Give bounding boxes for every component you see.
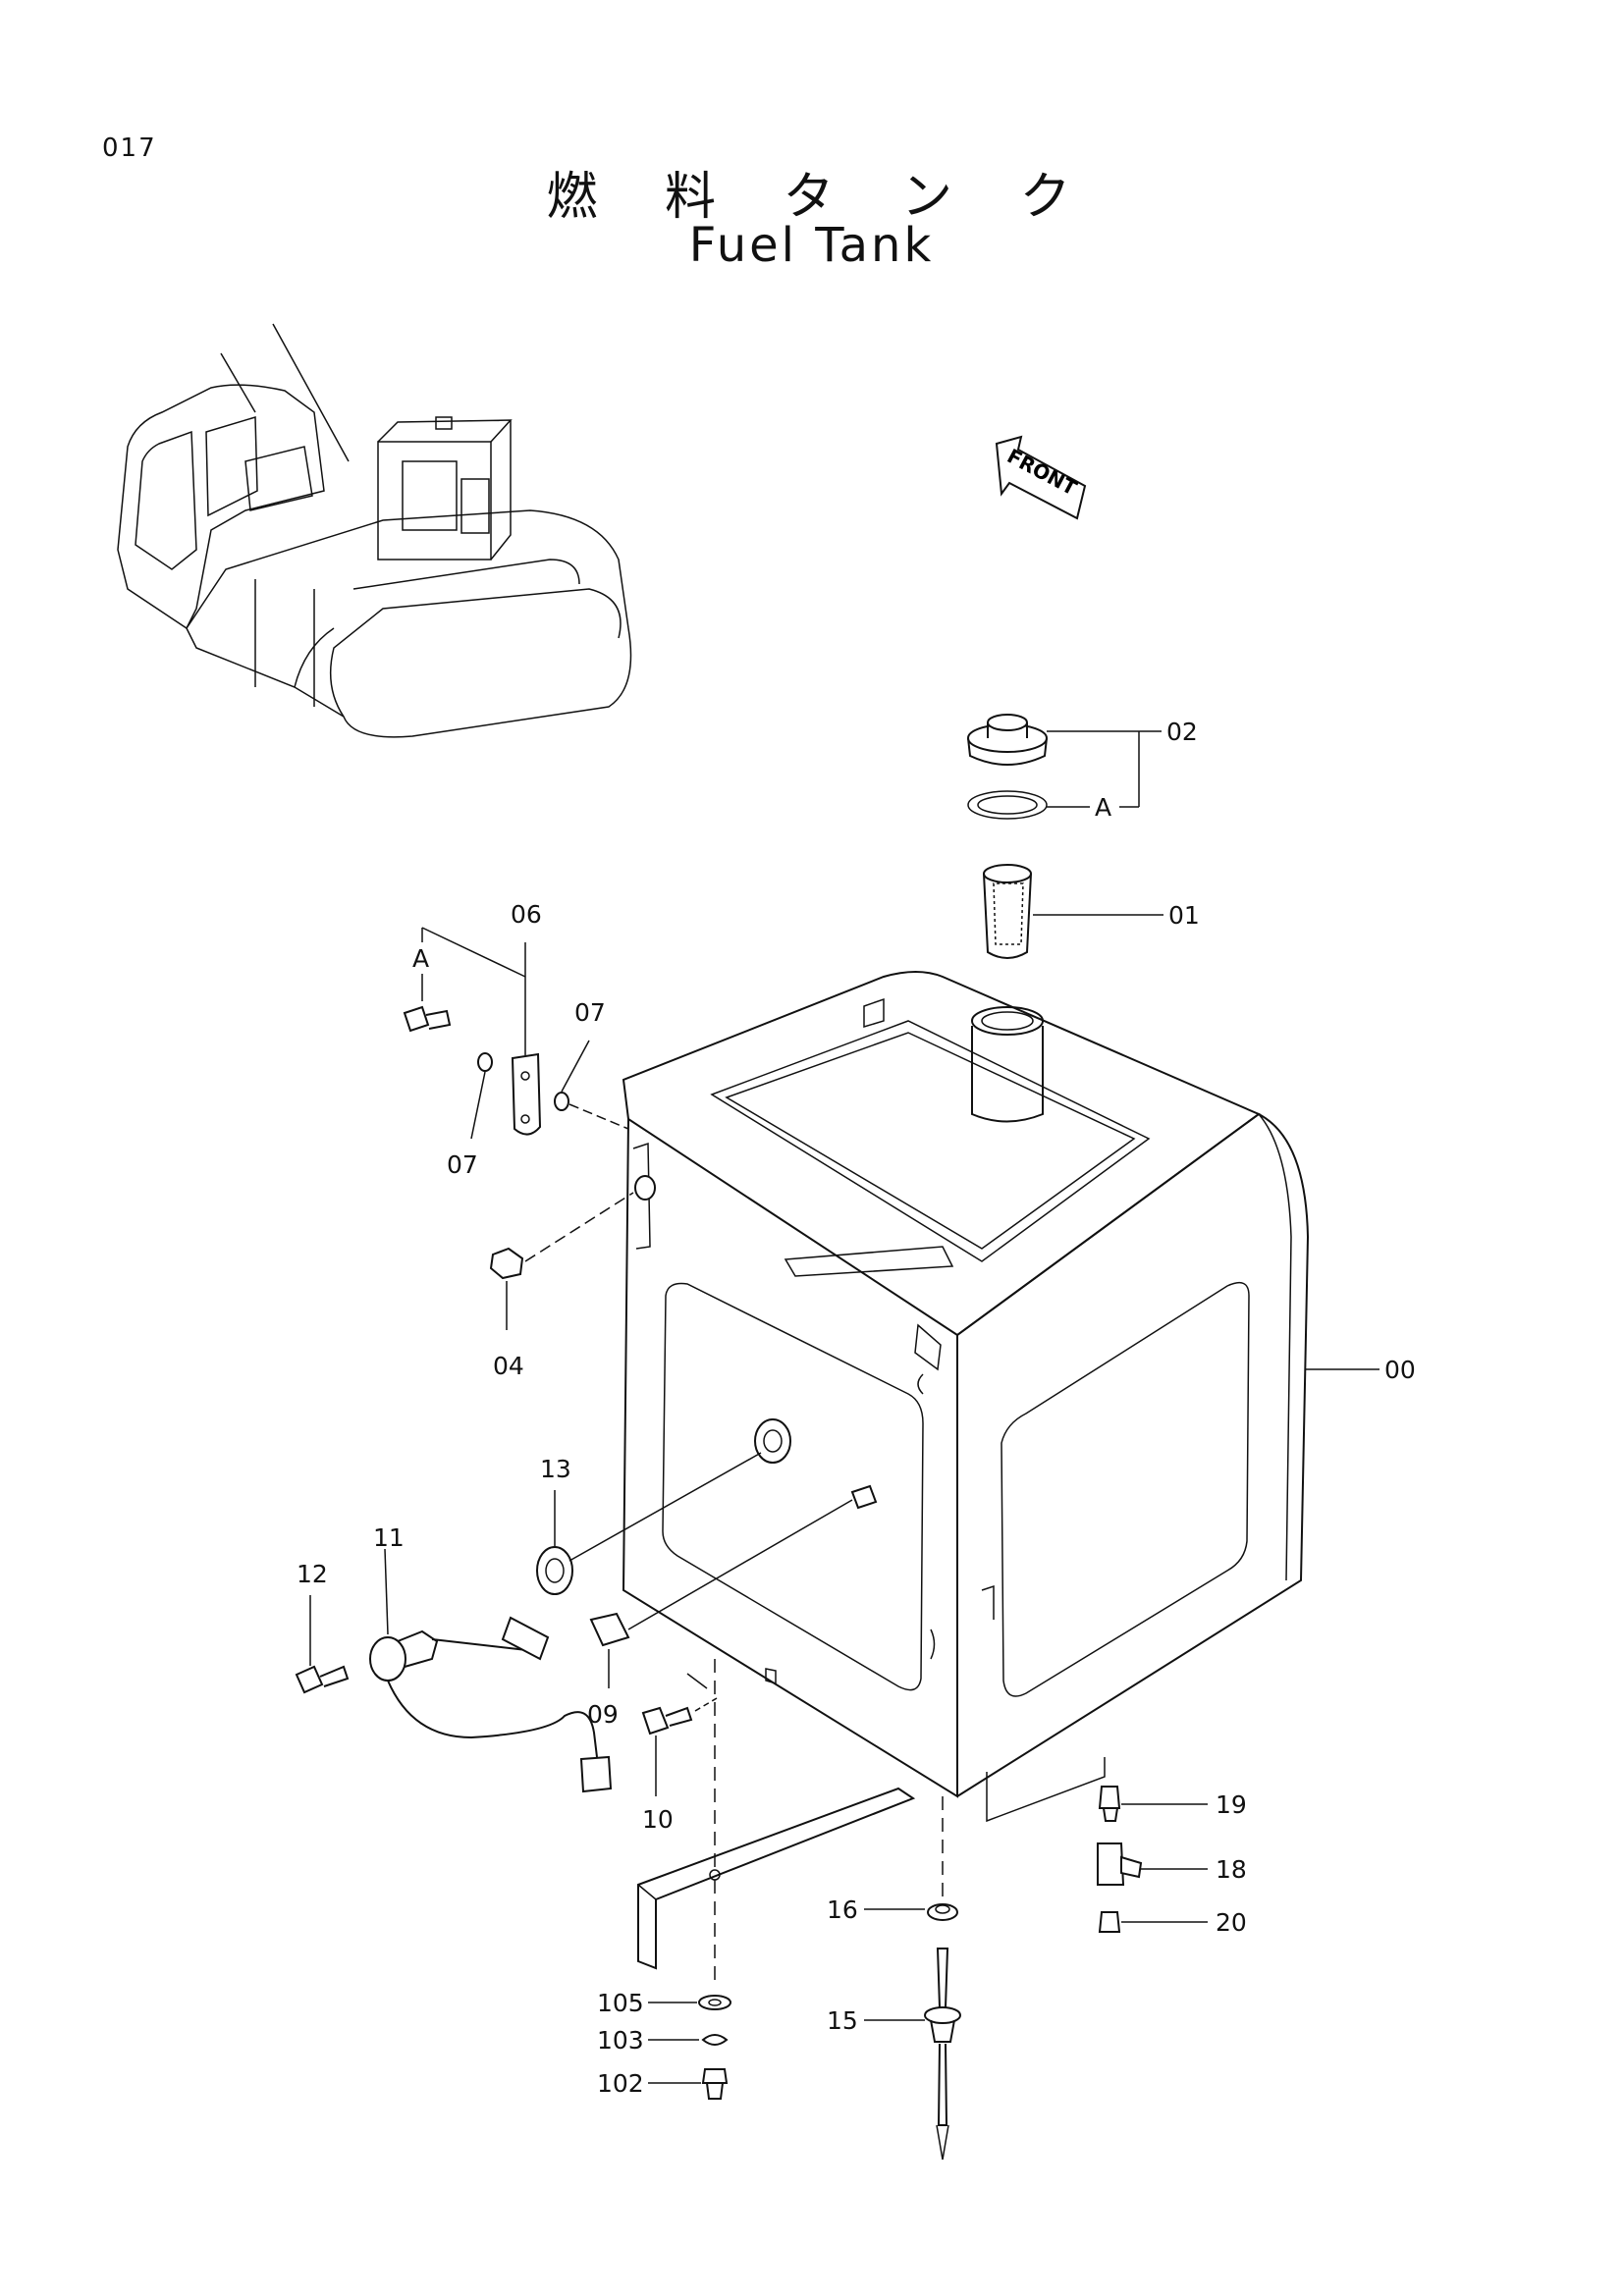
fittings-group bbox=[986, 1757, 1106, 1823]
svg-text:11: 11 bbox=[373, 1523, 405, 1552]
callout-00: 00 bbox=[1306, 1356, 1416, 1384]
svg-text:04: 04 bbox=[493, 1352, 524, 1380]
support-bracket bbox=[637, 1659, 916, 1988]
bracket-06: 06 A bbox=[412, 900, 542, 1136]
lock-washer-103: 103 bbox=[597, 2026, 729, 2055]
plug-20: 20 bbox=[1098, 1908, 1247, 1937]
screw-12: 12 bbox=[295, 1560, 350, 1694]
svg-text:16: 16 bbox=[827, 1896, 858, 1924]
title-japanese: 燃 料 タ ン ク bbox=[546, 168, 1097, 227]
svg-text:20: 20 bbox=[1216, 1908, 1247, 1937]
svg-text:105: 105 bbox=[597, 1989, 644, 2017]
washers-07: 07 07 bbox=[447, 998, 629, 1179]
clip-09: 09 bbox=[587, 1484, 878, 1729]
svg-text:A: A bbox=[412, 944, 429, 973]
sender-unit-11: 11 bbox=[369, 1523, 613, 1793]
bolt-10: 10 bbox=[641, 1697, 718, 1834]
fuel-cap-02: 02 A bbox=[967, 714, 1198, 822]
drain-washer-16: 16 bbox=[827, 1796, 958, 1924]
svg-text:13: 13 bbox=[540, 1455, 571, 1483]
strainer-01: 01 bbox=[983, 864, 1200, 959]
svg-text:A: A bbox=[1095, 793, 1111, 822]
svg-text:19: 19 bbox=[1216, 1790, 1247, 1819]
page-number: 017 bbox=[102, 133, 157, 163]
fitting-19: 19 bbox=[1098, 1786, 1247, 1822]
excavator-overview bbox=[117, 323, 632, 738]
svg-text:09: 09 bbox=[587, 1700, 619, 1729]
drain-valve-15: 15 bbox=[827, 1948, 961, 2161]
svg-text:00: 00 bbox=[1384, 1356, 1416, 1384]
cock-18: 18 bbox=[1097, 1842, 1247, 1886]
svg-text:15: 15 bbox=[827, 2006, 858, 2035]
plug-04: 04 bbox=[489, 1175, 656, 1380]
svg-text:07: 07 bbox=[447, 1150, 478, 1179]
svg-text:18: 18 bbox=[1216, 1855, 1247, 1884]
svg-text:02: 02 bbox=[1166, 718, 1198, 746]
bolt-102: 102 bbox=[597, 2068, 729, 2100]
front-arrow-icon: FRONT bbox=[995, 435, 1087, 520]
svg-text:12: 12 bbox=[297, 1560, 328, 1588]
svg-text:01: 01 bbox=[1168, 901, 1200, 930]
gasket-13: 13 bbox=[536, 1418, 791, 1595]
svg-text:07: 07 bbox=[574, 998, 606, 1027]
bolt-A bbox=[403, 1005, 452, 1033]
svg-text:10: 10 bbox=[642, 1805, 674, 1834]
svg-text:103: 103 bbox=[597, 2026, 644, 2055]
washer-105: 105 bbox=[597, 1989, 731, 2017]
svg-text:102: 102 bbox=[597, 2069, 644, 2098]
svg-text:06: 06 bbox=[511, 900, 542, 929]
title-english: Fuel Tank bbox=[688, 218, 935, 273]
fuel-tank-body bbox=[622, 971, 1310, 1798]
